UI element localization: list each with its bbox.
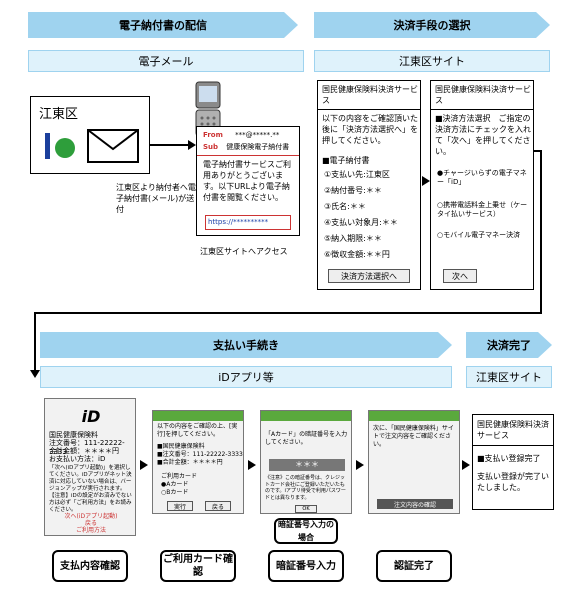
site1-item: ②納付番号:＊＊ (324, 186, 382, 195)
arrow-head (356, 460, 364, 470)
p1-line: 合計金額：＊＊＊＊円 (49, 447, 119, 455)
site1-item: ③氏名:＊＊ (324, 202, 366, 211)
p1-link-next[interactable]: 次へ(iDアプリ起動) (64, 513, 118, 520)
arrow-head (462, 460, 470, 470)
site1-item: ④支払い対象月:＊＊ (324, 218, 398, 227)
p2-card-a[interactable]: ●Aカード (161, 481, 189, 488)
arrow-head (188, 140, 196, 150)
phone-screen-card-confirm: 以下の内容をご確認の上、[実行]を押してください。 ■国民健康保険料 ■注文番号… (152, 410, 244, 514)
p2-card-b[interactable]: ○Bカード (161, 489, 189, 496)
payment-method-select-button[interactable]: 決済方法選択へ (328, 269, 410, 283)
p2-line: ■国民健康保険料 (157, 443, 205, 450)
mail-sub-label: Sub (203, 143, 219, 151)
p2-line: ■注文番号：111-22222-3333 (157, 451, 243, 458)
banner-payment-select: 決済手段の選択 (314, 12, 550, 38)
payment-option-emoney[interactable]: ○モバイル電子マネー決済 (437, 231, 521, 239)
koto-send-note: 江東区より納付者へ電子納付書(メール)が送付 (116, 183, 196, 214)
arrow-head (248, 460, 256, 470)
final-message: 支払い登録が完了いたしました。 (477, 472, 549, 492)
arrow-head (140, 460, 148, 470)
mail-from-label: From (203, 131, 223, 139)
site2-title: 国民健康保険料決済サービス (435, 85, 531, 105)
next-button[interactable]: 次へ (443, 269, 477, 283)
connector-line (534, 150, 542, 152)
payment-option-carrier[interactable]: ○携帯電話料金上乗せ（ケータイ払いサービス） (437, 201, 528, 218)
id-logo: iD (81, 407, 101, 426)
koto-ward-name: 江東区 (39, 107, 79, 122)
p2-line: ■合計金額：＊＊＊＊円 (157, 459, 223, 466)
p2-card-label: ご利用カード (161, 473, 198, 480)
subbar-koto-site-2: 江東区サイト (466, 366, 552, 388)
mail-body: 電子納付書サービスご利用ありがとうございます。以下URLより電子納付書を閲覧くだ… (203, 160, 291, 202)
envelope-icon (87, 129, 139, 163)
mail-screen: From ***@*****.** Sub 健康保険電子納付書 電子納付書サービ… (196, 126, 300, 236)
p1-link-howto[interactable]: ご利用方法 (75, 527, 106, 534)
banner-delivery: 電子納付書の配信 (28, 12, 298, 38)
phone-screen-auth-complete: 次に、「国民健康保険料」サイトで注文内容をご確認ください。 注文内容の確認 (368, 410, 460, 514)
koto-ward-logo (43, 131, 77, 161)
step-label-card-confirm: ご利用カード確認 (160, 550, 236, 582)
arrow-line (150, 144, 190, 146)
final-status: ■支払い登録完了 (477, 454, 541, 463)
order-confirm-button[interactable]: 注文内容の確認 (377, 499, 453, 509)
mail-sub-value: 健康保険電子納付書 (226, 143, 290, 151)
p3-note: 《注意》この暗証番号は、クレジットカード会社にご登録いただいたものです。iアプリ… (265, 475, 346, 501)
payment-option-id[interactable]: ●チャージいらずの電子マネー「iD」 (437, 169, 527, 186)
site1-item: ⑤納入期限:＊＊ (324, 234, 382, 243)
p1-line: お支払い方法：iD (49, 455, 106, 463)
ok-button[interactable]: OK (295, 505, 317, 513)
phone-screen-payment-confirm: iD 国民健康保険料 注文番号：111-22222-3333 合計金額：＊＊＊＊… (44, 398, 136, 536)
pin-caption: 暗証番号入力の場合 (274, 518, 338, 544)
connector-line (34, 312, 542, 314)
site2-intro: ■決済方法選択 ご指定の決済方法にチェックを入れて「次へ」を押してください。 (435, 114, 531, 156)
execute-button[interactable]: 実行 (167, 501, 193, 511)
pin-field[interactable]: ＊＊＊ (269, 459, 345, 471)
step-label-payment-confirm: 支払内容確認 (52, 550, 128, 582)
access-note: 江東区サイトへアクセス (200, 247, 288, 256)
site1-intro: 以下の内容をご確認頂いた後に「決済方法選択へ」を押してください。 (322, 114, 418, 145)
subbar-email: 電子メール (28, 50, 304, 72)
p3-intro: 「Aカード」の暗証番号を入力してください。 (265, 431, 348, 446)
site1-item: ①支払い先:江東区 (324, 170, 390, 179)
subbar-id-app: iDアプリ等 (40, 366, 452, 388)
site1-title: 国民健康保険料決済サービス (322, 85, 418, 105)
connector-line (34, 312, 36, 372)
subbar-koto-site: 江東区サイト (314, 50, 550, 72)
p2-intro: 以下の内容をご確認の上、[実行]を押してください。 (157, 423, 238, 438)
connector-line (540, 150, 542, 312)
koto-ward-box: 江東区 (30, 96, 150, 174)
phone-screen-pin-entry: 「Aカード」の暗証番号を入力してください。 ＊＊＊ 《注意》この暗証番号は、クレ… (260, 410, 352, 514)
p1-link-back[interactable]: 戻る (84, 520, 97, 527)
p4-intro: 次に、「国民健康保険料」サイトで注文内容をご確認ください。 (373, 425, 454, 448)
site-panel-2: 国民健康保険料決済サービス ■決済方法選択 ご指定の決済方法にチェックを入れて「… (430, 80, 534, 290)
site1-section: ■電子納付書 (322, 156, 370, 165)
site1-item: ⑥徴収金額:＊＊円 (324, 250, 390, 259)
mail-url[interactable]: https://********** (205, 215, 291, 230)
site-panel-1: 国民健康保険料決済サービス 以下の内容をご確認頂いた後に「決済方法選択へ」を押し… (317, 80, 421, 290)
final-panel: 国民健康保険料決済サービス ■支払い登録完了 支払い登録が完了いたしました。 (472, 414, 554, 510)
p1-note2: 【注意】iDの設定がお済みでない方は必ず「ご利用方法」をお読みください。 (49, 493, 132, 513)
banner-complete: 決済完了 (466, 332, 552, 358)
banner-payment-proc: 支払い手続き (40, 332, 452, 358)
step-label-auth-complete: 認証完了 (376, 550, 452, 582)
p1-line: 注文番号：111-22222-3333 (49, 439, 125, 456)
p1-line: 国民健康保険料 (49, 431, 98, 439)
final-title: 国民健康保険料決済サービス (477, 420, 549, 440)
arrow-head (422, 176, 430, 186)
back-button[interactable]: 戻る (205, 501, 231, 511)
arrow-head (30, 370, 40, 378)
mail-from-value: ***@*****.** (235, 131, 280, 139)
step-label-pin-entry: 暗証番号入力 (268, 550, 344, 582)
p1-note: 「次へ(iDアプリ起動)」を選択してください。iDアプリがネット決済に対応してい… (49, 465, 132, 492)
